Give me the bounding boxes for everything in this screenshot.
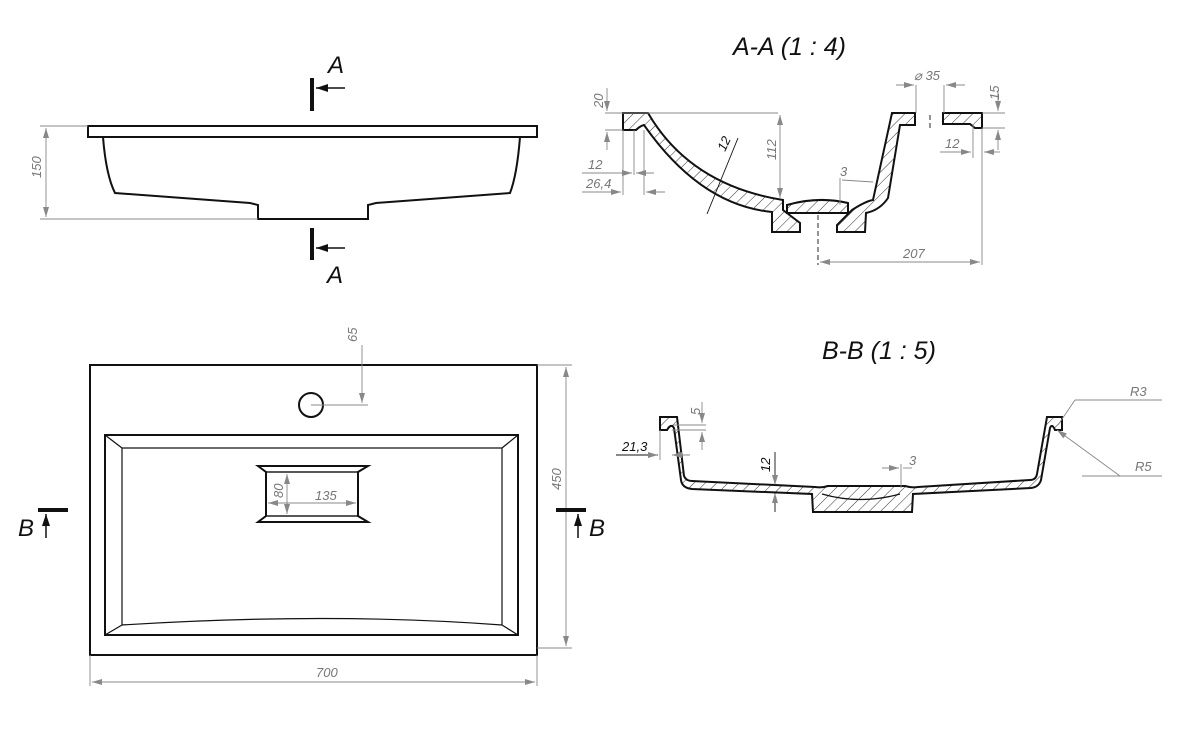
- section-bb: B-B (1 : 5) 5 21,3 12 3 R3 R5: [616, 337, 1162, 513]
- dim-lip: 5: [688, 407, 703, 415]
- section-label-b: B: [589, 515, 605, 542]
- section-bb-title: B-B (1 : 5): [822, 337, 936, 365]
- dim-flange-height: 20: [591, 93, 606, 109]
- dim-depth: 112: [764, 139, 779, 160]
- dim-wall-thickness-bb: 12: [758, 457, 773, 472]
- section-aa-title: A-A (1 : 4): [731, 33, 846, 61]
- section-aa: A-A (1 : 4) 20 12 26,4 12 112 3 ⌀ 35: [582, 33, 1005, 265]
- dim-hole-diameter: ⌀ 35: [914, 68, 941, 83]
- overflow-width-dim: 135: [315, 488, 337, 503]
- dim-lip-offset: 26,4: [585, 176, 611, 191]
- dim-right-flange: 15: [987, 85, 1002, 100]
- width-dim: 700: [316, 665, 338, 680]
- dim-radius-outer: R3: [1130, 384, 1147, 399]
- side-view: 150 A A: [29, 52, 538, 289]
- dim-wall-thickness: 12: [714, 133, 734, 153]
- section-label-b: B: [18, 515, 34, 542]
- overflow: [255, 465, 372, 523]
- section-marker-a-bottom: A: [310, 228, 345, 289]
- section-label-a: A: [325, 262, 343, 289]
- overflow-height-dim: 80: [271, 483, 286, 498]
- dim-radius-inner: R5: [1135, 459, 1152, 474]
- side-height-dim: 150: [29, 156, 44, 178]
- hole-offset-dim: 65: [345, 327, 360, 342]
- dim-inner-offset: 12: [588, 157, 603, 172]
- dim-gap: 3: [840, 164, 848, 179]
- section-marker-b-right: B: [556, 508, 605, 542]
- section-label-a: A: [326, 52, 344, 79]
- dim-lip-offset-bb: 21,3: [621, 439, 648, 454]
- dim-gap-bb: 3: [909, 453, 917, 468]
- dim-right-offset: 12: [945, 136, 960, 151]
- top-view: 65 450 700 80 135 B B: [18, 327, 605, 686]
- section-marker-b-left: B: [18, 508, 68, 542]
- section-marker-a-top: A: [310, 52, 345, 111]
- depth-dim: 450: [549, 468, 564, 490]
- dim-drain-to-edge: 207: [902, 246, 925, 261]
